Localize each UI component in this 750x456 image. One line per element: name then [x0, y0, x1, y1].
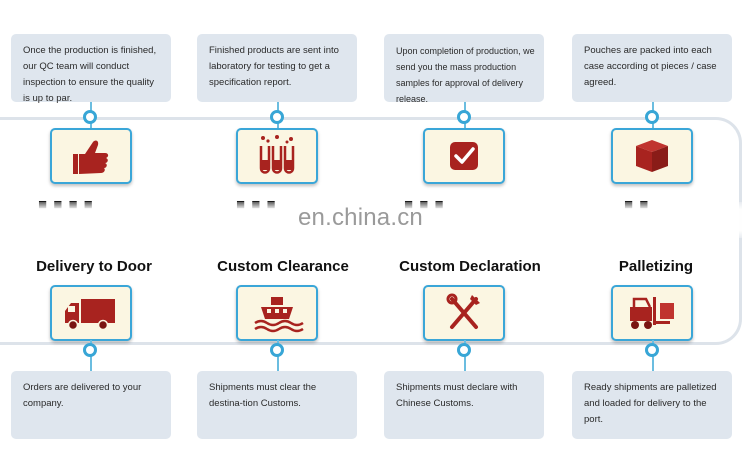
connector-dot [83, 110, 97, 124]
watermark-band [0, 202, 750, 238]
thumbs-up-icon [73, 140, 109, 174]
step-note-sample-approval: Upon completion of production, we send y… [384, 34, 544, 104]
tools-icon [446, 293, 480, 329]
palletizing-tile [611, 285, 693, 341]
step-title-declaration: Custom Declaration [399, 258, 541, 275]
approval-tile [423, 128, 505, 184]
connector-dot [270, 110, 284, 124]
connector-dot [457, 343, 471, 357]
box-icon [636, 140, 668, 172]
step-note-clearance: Shipments must clear the destina-tion Cu… [197, 371, 357, 439]
connector-dot [270, 343, 284, 357]
step-note-packing: Pouches are packed into each case accord… [572, 34, 732, 102]
declaration-tile [423, 285, 505, 341]
truck-icon [65, 299, 115, 331]
forklift-icon [630, 297, 674, 329]
delivery-tile [50, 285, 132, 341]
ship-icon [254, 297, 304, 333]
checkbox-icon [450, 142, 478, 170]
connector-dot [83, 343, 97, 357]
step-note-qc: Once the production is finished, our QC … [11, 34, 171, 104]
step-note-declaration: Shipments must declare with Chinese Cust… [384, 371, 544, 439]
step-title-clearance: Custom Clearance [217, 258, 349, 275]
step-title-palletizing: Palletizing [618, 258, 694, 275]
test-tubes-icon [259, 135, 295, 174]
step-title-delivery: Delivery to Door [36, 258, 152, 275]
watermark-text: en.china.cn [298, 204, 423, 231]
qc-tile [50, 128, 132, 184]
connector-dot [645, 343, 659, 357]
step-note-palletizing: Ready shipments are palletized and loade… [572, 371, 732, 439]
lab-test-tile [236, 128, 318, 184]
connector-dot [645, 110, 659, 124]
packing-tile [611, 128, 693, 184]
step-note-delivery: Orders are delivered to your company. [11, 371, 171, 439]
step-note-lab-test: Finished products are sent into laborato… [197, 34, 357, 102]
clearance-tile [236, 285, 318, 341]
connector-dot [457, 110, 471, 124]
